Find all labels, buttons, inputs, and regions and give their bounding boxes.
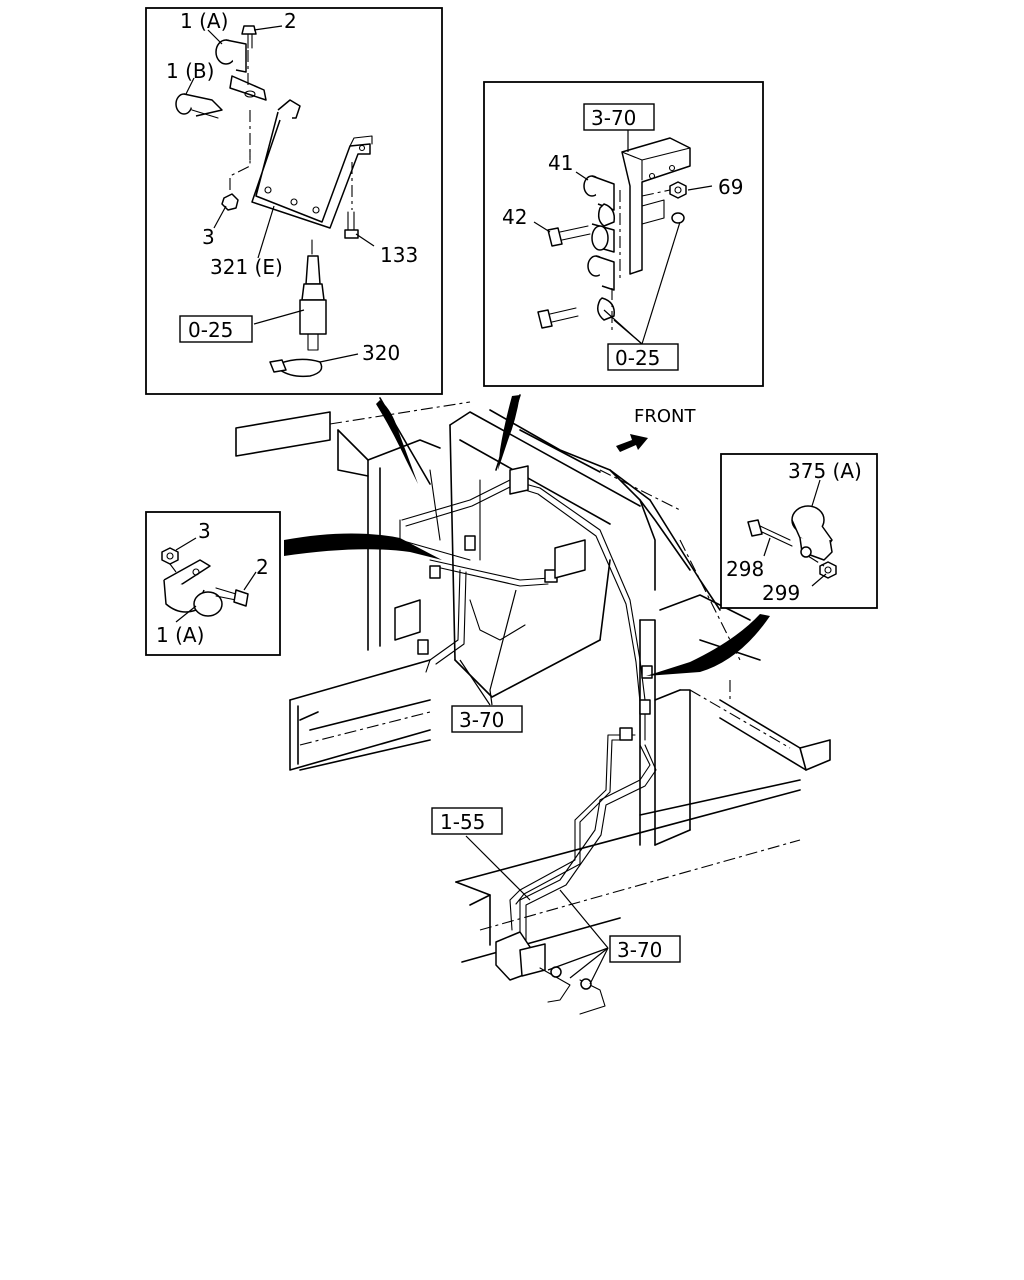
ref-box-3-70-bottom bbox=[609, 935, 681, 963]
inset1-label-1b: 1 (B) bbox=[166, 59, 214, 83]
inset4-label-299: 299 bbox=[762, 581, 800, 605]
ref-box-3-70-mid bbox=[451, 705, 523, 733]
inset2-ref-3-70-label: 3-70 bbox=[591, 106, 636, 130]
inset2-ref-0-25-label: 0-25 bbox=[615, 346, 660, 370]
callout-arrows bbox=[284, 394, 770, 676]
inset1-ref-0-25-label: 0-25 bbox=[188, 318, 233, 342]
inset1-label-1a: 1 (A) bbox=[180, 9, 228, 33]
inset4-label-375a: 375 (A) bbox=[788, 459, 862, 483]
front-label: FRONT bbox=[634, 406, 696, 427]
ref-box-1-55 bbox=[431, 807, 503, 835]
inset2-label-69: 69 bbox=[718, 175, 743, 199]
inset-clip-left bbox=[145, 511, 281, 656]
inset1-label-3: 3 bbox=[202, 225, 215, 249]
ref-3-70-bottom-label: 3-70 bbox=[617, 938, 662, 962]
inset2-label-42: 42 bbox=[502, 205, 527, 229]
inset3-label-3: 3 bbox=[198, 519, 211, 543]
inset1-label-2: 2 bbox=[284, 9, 297, 33]
inset1-label-320: 320 bbox=[362, 341, 400, 365]
inset4-label-298: 298 bbox=[726, 557, 764, 581]
inset1-label-321e: 321 (E) bbox=[210, 255, 283, 279]
inset-clip-right bbox=[720, 453, 878, 609]
inset3-label-2: 2 bbox=[256, 555, 269, 579]
inset3-label-1a: 1 (A) bbox=[156, 623, 204, 647]
ref-3-70-mid-label: 3-70 bbox=[459, 708, 504, 732]
main-leaders bbox=[459, 589, 609, 985]
inset1-label-133: 133 bbox=[380, 243, 418, 267]
inset-hose-clip bbox=[483, 81, 764, 387]
inset1-ref-box-0-25 bbox=[179, 315, 253, 343]
inset2-label-41: 41 bbox=[548, 151, 573, 175]
inset2-ref-box-0-25 bbox=[607, 343, 679, 371]
inset2-ref-box-3-70 bbox=[583, 103, 655, 131]
brake-pipes bbox=[394, 465, 657, 1015]
ref-1-55-label: 1-55 bbox=[440, 810, 485, 834]
front-arrow: FRONT bbox=[616, 406, 696, 452]
